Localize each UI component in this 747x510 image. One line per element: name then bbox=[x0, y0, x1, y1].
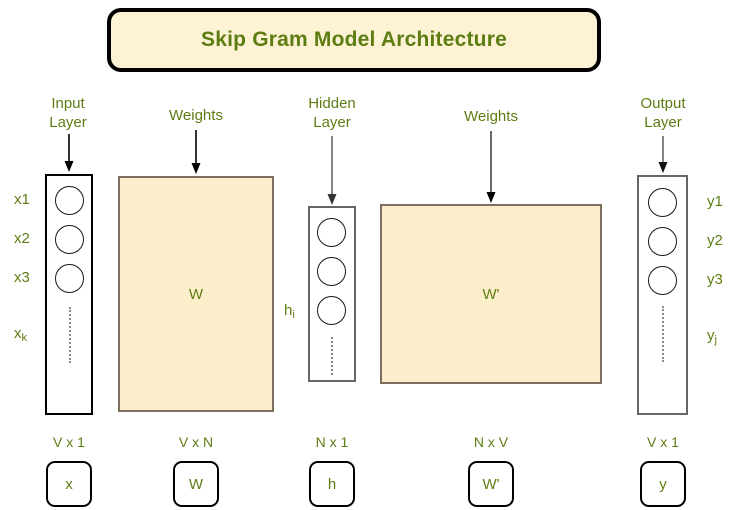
output-node-label-y2: y2 bbox=[707, 232, 723, 249]
weights-1-arrow bbox=[191, 130, 201, 174]
output-neuron-3 bbox=[648, 266, 677, 295]
weights-1-token-label: W bbox=[188, 475, 204, 493]
weights-2-heading: Weights bbox=[464, 108, 518, 125]
input-layer-ellipsis bbox=[69, 307, 71, 363]
weights-1-heading: Weights bbox=[169, 107, 223, 124]
output-layer-dim: V x 1 bbox=[647, 434, 679, 450]
output-node-label-yj: yj bbox=[707, 327, 717, 346]
weights-2-dim: N x V bbox=[473, 434, 509, 450]
page-title: Skip Gram Model Architecture bbox=[201, 28, 507, 51]
output-layer-arrow bbox=[658, 136, 668, 173]
input-node-label-x2: x2 bbox=[14, 230, 30, 247]
input-neuron-2 bbox=[55, 225, 84, 254]
input-layer-arrow bbox=[64, 134, 74, 172]
weights-1-matrix-label: W bbox=[188, 285, 204, 303]
weights-1-dim: V x N bbox=[178, 434, 214, 450]
output-layer-token-label: y bbox=[659, 475, 667, 493]
output-layer-column bbox=[637, 175, 688, 415]
hidden-neuron-1 bbox=[317, 218, 346, 247]
weights-2-token: W' bbox=[468, 461, 514, 507]
input-node-label-xk-sub: k bbox=[21, 332, 28, 344]
output-neuron-2 bbox=[648, 227, 677, 256]
hidden-layer-token: h bbox=[309, 461, 355, 507]
hidden-layer-side-label: hi bbox=[284, 302, 295, 321]
hidden-neuron-2 bbox=[317, 257, 346, 286]
input-layer-token-label: x bbox=[65, 475, 73, 493]
output-node-label-y3: y3 bbox=[707, 271, 723, 288]
input-node-label-x1: x1 bbox=[14, 191, 30, 208]
hidden-layer-ellipsis bbox=[331, 337, 333, 375]
input-node-label-x3: x3 bbox=[14, 269, 30, 286]
weights-1-matrix: W bbox=[118, 176, 274, 412]
title-banner: Skip Gram Model Architecture bbox=[107, 8, 601, 72]
weights-2-arrow bbox=[486, 131, 496, 203]
hidden-layer-dim: N x 1 bbox=[315, 434, 349, 450]
weights-1-token: W bbox=[173, 461, 219, 507]
hidden-layer-side-label-sub: i bbox=[292, 309, 295, 321]
output-node-label-yj-sub: j bbox=[714, 334, 717, 346]
input-neuron-3 bbox=[55, 264, 84, 293]
output-layer-heading: Output Layer bbox=[640, 95, 686, 131]
input-node-label-xk: xk bbox=[14, 325, 28, 344]
input-neuron-1 bbox=[55, 186, 84, 215]
input-layer-token: x bbox=[46, 461, 92, 507]
output-neuron-1 bbox=[648, 188, 677, 217]
weights-2-matrix: W' bbox=[380, 204, 602, 384]
hidden-layer-side-label-base: h bbox=[284, 302, 293, 319]
input-layer-heading: Input Layer bbox=[49, 95, 87, 131]
hidden-neuron-3 bbox=[317, 296, 346, 325]
weights-2-token-label: W' bbox=[482, 475, 500, 493]
output-layer-token: y bbox=[640, 461, 686, 507]
hidden-layer-token-label: h bbox=[327, 475, 337, 493]
output-node-label-yj-base: y bbox=[707, 327, 715, 344]
output-layer-ellipsis bbox=[662, 306, 664, 362]
input-node-label-xk-base: x bbox=[14, 325, 22, 342]
input-layer-dim: V x 1 bbox=[53, 434, 85, 450]
hidden-layer-arrow bbox=[327, 136, 337, 205]
weights-2-matrix-label: W' bbox=[482, 285, 500, 303]
hidden-layer-heading: Hidden Layer bbox=[308, 95, 356, 131]
output-node-label-y1: y1 bbox=[707, 193, 723, 210]
